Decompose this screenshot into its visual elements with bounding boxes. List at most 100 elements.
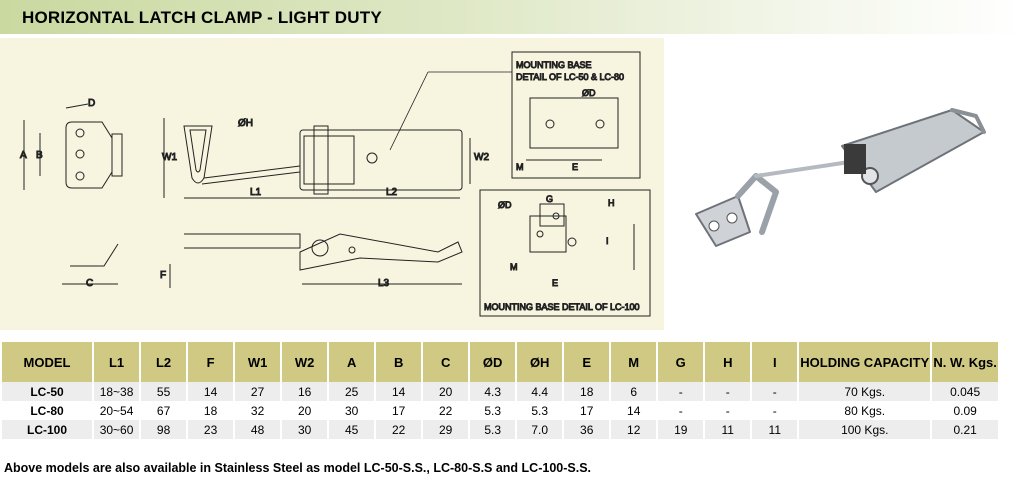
header-a: A (329, 342, 375, 382)
cell-f: 14 (188, 382, 234, 401)
page-title: HORIZONTAL LATCH CLAMP - LIGHT DUTY (22, 8, 382, 27)
technical-drawing: D A B W1 W2 L1 L2 ØH (0, 38, 664, 330)
cell-oh: 4.4 (517, 382, 563, 401)
latch-side-view (62, 233, 463, 288)
cell-f: 18 (203, 403, 218, 418)
header-i: I (752, 342, 798, 382)
latch-top-view (163, 118, 471, 199)
dim-label-a: A (20, 150, 27, 161)
cell-c: 22 (438, 403, 453, 418)
header-w2: W2 (282, 342, 328, 382)
detail-upper-od: ØD (582, 88, 596, 98)
base-plate-front-view (23, 103, 123, 190)
cell-l2: 98 (141, 420, 187, 439)
cell-l1: 30~60 (94, 420, 140, 439)
cell-h: - (725, 403, 730, 418)
header-c: C (423, 342, 469, 382)
cell-model: LC-50 (2, 382, 93, 401)
cell-i: - (752, 382, 798, 401)
header-od: ØD (470, 342, 516, 382)
cell-g: - (658, 382, 704, 401)
header-h: H (705, 342, 751, 382)
header-b: B (376, 342, 422, 382)
cell-i: 11 (752, 420, 798, 439)
header-w1: W1 (235, 342, 281, 382)
detail-lower-title: MOUNTING BASE DETAIL OF LC-100 (484, 302, 640, 312)
header-bar: HORIZONTAL LATCH CLAMP - LIGHT DUTY (0, 0, 1024, 34)
cell-e: 36 (564, 420, 610, 439)
cell-net-weight: 0.045 (932, 382, 998, 401)
cell-model: LC-80 (30, 403, 64, 418)
cell-a: 30 (344, 403, 359, 418)
cell-c: 29 (423, 420, 469, 439)
dim-label-d: D (88, 98, 95, 109)
cell-oh: 7.0 (517, 420, 563, 439)
specs-table: MODEL L1 L2 F W1 W2 A B C ØD ØH E M G H … (0, 342, 1000, 439)
cell-holding-capacity: 100 Kgs. (799, 420, 931, 439)
cell-g: - (678, 403, 683, 418)
header-oh: ØH (517, 342, 563, 382)
table-row-lc-50: LC-50 18~38 55 14 27 16 25 14 20 4.3 4.4… (2, 382, 998, 401)
product-photo (666, 36, 1024, 336)
cell-w2: 30 (282, 420, 328, 439)
dim-label-f: F (160, 270, 166, 281)
cell-a: 45 (329, 420, 375, 439)
cell-holding-capacity: 80 Kgs. (844, 403, 886, 418)
header-holding-capacity: HOLDING CAPACITY (799, 342, 931, 382)
cell-e: 18 (564, 382, 610, 401)
cell-i: - (772, 403, 777, 418)
detail-lower-m: M (510, 262, 518, 272)
header-model: MODEL (2, 342, 93, 382)
cell-net-weight: 0.09 (953, 403, 977, 418)
header-f: F (188, 342, 234, 382)
detail-upper-title-1: MOUNTING BASE (516, 60, 592, 70)
dim-label-b: B (36, 150, 43, 161)
cell-e: 17 (580, 403, 594, 418)
table-row-lc-100: LC-100 30~60 98 23 48 30 45 22 29 5.3 7.… (2, 420, 998, 439)
cell-od: 5.3 (484, 403, 502, 418)
detail-lower-i: I (606, 236, 609, 246)
cell-w2: 20 (297, 403, 312, 418)
latch-clamp-photo (695, 108, 986, 247)
cell-h: 11 (705, 420, 751, 439)
detail-upper-title-2: DETAIL OF LC-50 & LC-80 (516, 72, 624, 82)
cell-w1: 32 (250, 403, 265, 418)
dim-label-l3: L3 (378, 278, 390, 289)
cell-b: 17 (391, 403, 406, 418)
cell-net-weight: 0.21 (932, 420, 998, 439)
cell-l2: 55 (141, 382, 187, 401)
table-header-row: MODEL L1 L2 F W1 W2 A B C ØD ØH E M G H … (2, 342, 998, 382)
cell-a: 25 (329, 382, 375, 401)
cell-w1: 27 (235, 382, 281, 401)
detail-lower-od: ØD (498, 200, 512, 210)
cell-od: 5.3 (470, 420, 516, 439)
cell-l1: 20~54 (99, 403, 134, 418)
dim-label-oh: ØH (238, 118, 253, 129)
cell-b: 22 (376, 420, 422, 439)
cell-model: LC-100 (2, 420, 93, 439)
cell-od: 4.3 (470, 382, 516, 401)
cell-h: - (705, 382, 751, 401)
header-e: E (564, 342, 610, 382)
cell-w2: 16 (282, 382, 328, 401)
mounting-detail-upper (511, 51, 641, 179)
detail-lower-g: G (546, 194, 553, 204)
detail-upper-m: M (516, 162, 524, 172)
footnote: Above models are also available in Stain… (4, 461, 592, 475)
cell-c: 20 (423, 382, 469, 401)
detail-lower-e: E (552, 278, 558, 288)
cell-l1: 18~38 (94, 382, 140, 401)
table-row-lc-80: LC-80 20~54 67 18 32 20 30 17 22 5.3 5.3… (2, 401, 998, 420)
mounting-detail-lower (479, 189, 651, 317)
header-g: G (658, 342, 704, 382)
dim-label-c: C (86, 278, 93, 289)
dim-label-l1: L1 (250, 187, 262, 198)
cell-w1: 48 (235, 420, 281, 439)
dim-label-l2: L2 (386, 187, 398, 198)
dim-label-w2: W2 (474, 152, 489, 163)
cell-holding-capacity: 70 Kgs. (799, 382, 931, 401)
header-m: M (611, 342, 657, 382)
header-l2: L2 (141, 342, 187, 382)
cell-f: 23 (188, 420, 234, 439)
cell-g: 19 (658, 420, 704, 439)
